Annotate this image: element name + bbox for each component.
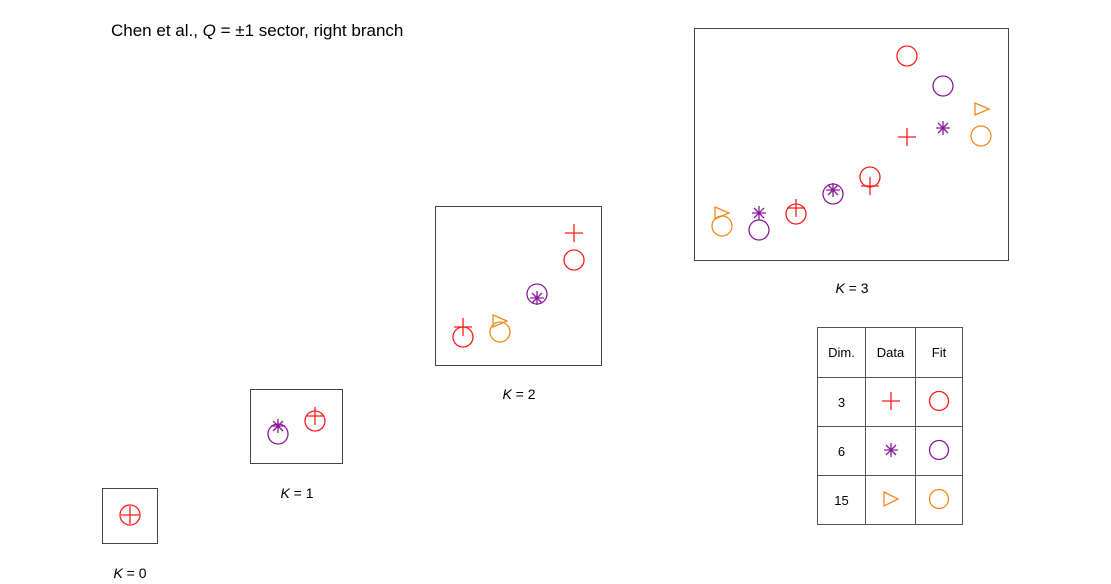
circle-icon <box>928 488 950 509</box>
panel-k1 <box>250 389 343 464</box>
legend-dim-value: 3 <box>817 377 866 427</box>
data-triangle-dim15 <box>492 314 509 328</box>
data-asterisk-dim6 <box>271 419 285 433</box>
panel-k1-markers <box>267 407 326 445</box>
data-plus-dim3 <box>454 318 472 336</box>
triangle-right-icon <box>882 490 899 507</box>
legend-table: Dim. Data Fit 3 6 15 <box>817 327 963 525</box>
data-asterisk-dim6 <box>752 206 766 220</box>
caption-k2: K = 2 <box>502 386 536 402</box>
legend-data-marker <box>865 426 916 476</box>
fit-circle-dim6 <box>932 75 954 97</box>
data-asterisk-dim6 <box>530 291 544 305</box>
panel-k3 <box>694 28 1009 261</box>
asterisk-icon <box>883 442 898 457</box>
legend-row-dim3: 3 <box>817 377 963 427</box>
circle-icon <box>928 390 950 411</box>
legend-data-marker <box>865 377 916 427</box>
figure-title: Chen et al., Q = ±1 sector, right branch <box>111 21 403 41</box>
fit-circle-dim6 <box>748 219 770 241</box>
title-suffix: = ±1 sector, right branch <box>215 21 404 40</box>
fit-circle-dim3 <box>119 504 141 526</box>
panel-k3-markers <box>711 45 992 241</box>
legend-fit-marker <box>915 426 963 476</box>
legend-header-fit: Fit <box>915 327 963 378</box>
caption-k1: K = 1 <box>280 485 314 501</box>
legend-header-row: Dim. Data Fit <box>817 327 963 378</box>
fit-circle-dim15 <box>970 125 992 147</box>
legend-dim-value: 6 <box>817 426 866 476</box>
legend-fit-marker <box>915 475 963 525</box>
data-asterisk-dim6 <box>826 183 840 197</box>
circle-icon <box>928 439 950 460</box>
fit-circle-dim3 <box>896 45 918 67</box>
legend-fit-marker <box>915 377 963 427</box>
legend-header-data: Data <box>865 327 916 378</box>
data-plus-dim3 <box>306 407 324 425</box>
title-variable: Q <box>202 21 216 40</box>
title-prefix: Chen et al., <box>111 21 203 40</box>
legend-row-dim15: 15 <box>817 475 963 525</box>
legend-dim-value: 15 <box>817 475 866 525</box>
fit-circle-dim3 <box>563 249 585 271</box>
data-asterisk-dim6 <box>936 121 950 135</box>
legend-header-dim: Dim. <box>817 327 866 378</box>
panel-k2-markers <box>452 224 585 348</box>
data-plus-dim3 <box>565 224 583 242</box>
data-plus-dim3 <box>787 199 805 217</box>
plus-icon <box>881 391 900 410</box>
data-plus-dim3 <box>861 177 879 195</box>
data-triangle-dim15 <box>974 102 991 116</box>
legend-row-dim6: 6 <box>817 426 963 476</box>
data-plus-dim3 <box>898 128 916 146</box>
caption-k3: K = 3 <box>835 280 869 296</box>
panel-k0-markers <box>119 504 141 526</box>
fit-circle-dim15 <box>489 321 511 343</box>
legend-data-marker <box>865 475 916 525</box>
data-plus-dim3 <box>121 506 139 524</box>
data-triangle-dim15 <box>714 206 731 220</box>
caption-k0: K = 0 <box>113 565 147 581</box>
